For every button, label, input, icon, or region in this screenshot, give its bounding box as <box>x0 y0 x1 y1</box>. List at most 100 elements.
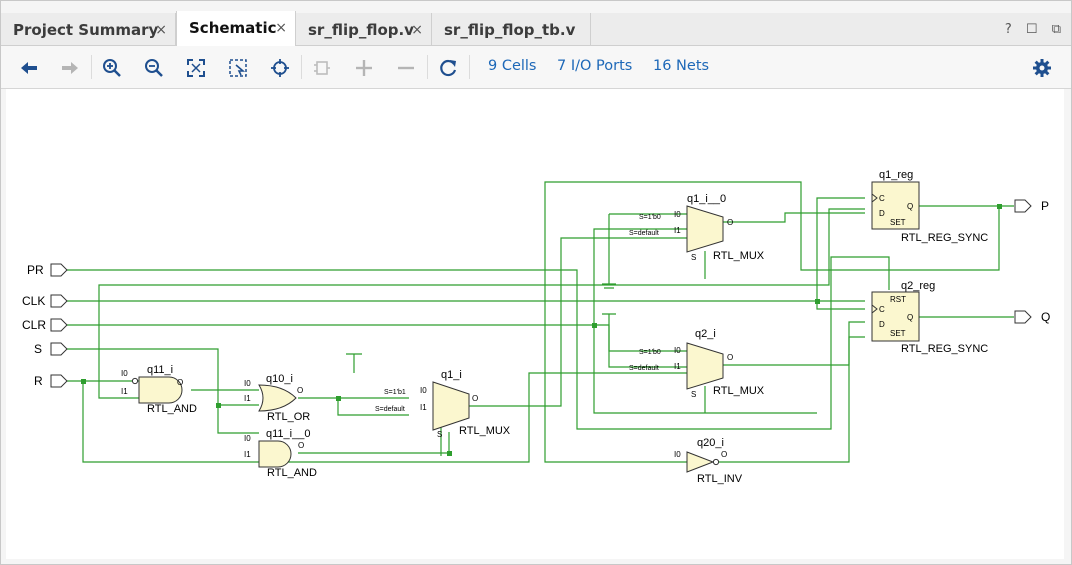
pin-label: D <box>879 320 885 329</box>
and-gate-q11-i-0 <box>258 440 292 468</box>
collapse-icon[interactable] <box>395 57 417 79</box>
regenerate-icon[interactable] <box>311 57 333 79</box>
pin-label: SET <box>890 218 906 227</box>
pin-label: O <box>472 394 478 403</box>
pin-label: I0 <box>244 434 251 443</box>
net-gnd <box>602 213 687 289</box>
port-q <box>1014 310 1032 324</box>
reload-icon[interactable] <box>437 57 459 79</box>
pin-label: S=default <box>375 406 405 413</box>
zoom-out-icon[interactable] <box>143 57 165 79</box>
pin-label: S=1'b0 <box>639 349 661 356</box>
net-pr <box>66 256 890 430</box>
port-r <box>50 374 68 388</box>
or-gate-q10-i <box>258 384 297 412</box>
tab-label: Schematic <box>189 19 277 37</box>
net-s <box>66 348 259 434</box>
window-controls: ? ☐ ⧉ <box>995 13 1061 45</box>
net-p-feedback <box>98 208 865 399</box>
inverter-q20-i <box>686 451 715 473</box>
pin-label: S=default <box>629 365 659 372</box>
cell-type-q2-reg: RTL_REG_SYNC <box>901 343 988 355</box>
cell-type-q2-i: RTL_MUX <box>713 385 765 397</box>
pin-label: C <box>879 194 885 203</box>
pin-label: I0 <box>121 369 128 378</box>
cell-name-q11-i-0: q11_i__0 <box>266 428 310 440</box>
port-label-r: R <box>34 374 43 388</box>
cell-name-q2-i: q2_i <box>695 328 716 340</box>
port-label-p: P <box>1041 199 1049 213</box>
schematic-canvas[interactable]: PR CLK CLR S R P Q <box>6 89 1064 559</box>
port-label-clk: CLK <box>22 294 45 308</box>
tab-project-summary[interactable]: Project Summary × <box>1 13 176 45</box>
schematic-toolbar: 9 Cells 7 I/O Ports 16 Nets <box>1 46 1071 89</box>
net-r <box>66 372 687 463</box>
pin-label: O <box>298 441 304 450</box>
cell-name-q2-reg: q2_reg <box>901 280 935 292</box>
cell-name-q1-reg: q1_reg <box>879 169 913 181</box>
cell-type-q1-i-0: RTL_MUX <box>713 250 765 262</box>
and-gate-q11-i <box>138 376 183 404</box>
port-labels: PR CLK CLR S R P Q <box>22 199 1050 388</box>
cell-name-q20-i: q20_i <box>697 437 724 449</box>
zoom-fit-icon[interactable] <box>185 57 207 79</box>
net-q2 <box>723 321 865 366</box>
mux-q1-i <box>432 381 470 431</box>
port-clr <box>50 318 68 332</box>
port-pr <box>50 263 68 277</box>
select-area-icon[interactable] <box>227 57 249 79</box>
pin-label: C <box>879 305 885 314</box>
pin-label: S <box>691 390 696 399</box>
pin-label: I1 <box>244 394 251 403</box>
close-icon[interactable]: × <box>411 22 423 38</box>
float-window-icon[interactable]: ⧉ <box>1051 22 1061 37</box>
net-q11-0 <box>298 432 450 454</box>
port-label-s: S <box>34 342 42 356</box>
pin-label: O <box>727 218 733 227</box>
pin-label: I1 <box>244 450 251 459</box>
port-clk <box>50 294 68 308</box>
tab-label: sr_flip_flop.v <box>308 21 414 39</box>
port-label-pr: PR <box>27 263 44 277</box>
pin-label: O <box>297 386 303 395</box>
forward-icon[interactable] <box>59 57 81 79</box>
pin-label: S=1'b0 <box>639 214 661 221</box>
pin-label: D <box>879 209 885 218</box>
clock-markers <box>871 193 878 314</box>
back-icon[interactable] <box>18 57 40 79</box>
net-q1-0 <box>723 212 865 223</box>
expand-icon[interactable] <box>353 57 375 79</box>
junctions <box>81 204 1002 456</box>
io-ports-count-link[interactable]: 7 I/O Ports <box>557 58 633 74</box>
cell-type-q1-reg: RTL_REG_SYNC <box>901 232 988 244</box>
tab-sr-flip-flop-tb-v[interactable]: sr_flip_flop_tb.v <box>432 13 591 45</box>
autofit-selection-icon[interactable] <box>269 57 291 79</box>
tab-label: Project Summary <box>13 21 159 39</box>
schematic-diagram: PR CLK CLR S R P Q <box>22 169 1050 485</box>
tab-sr-flip-flop-v[interactable]: sr_flip_flop.v × <box>296 13 432 45</box>
nets-count-link[interactable]: 16 Nets <box>653 58 710 74</box>
help-icon[interactable]: ? <box>1004 22 1012 37</box>
net-q20 <box>719 336 865 463</box>
net-mux-sel <box>440 251 706 456</box>
pin-label: S <box>437 430 442 439</box>
tab-schematic[interactable]: Schematic × <box>176 11 296 46</box>
close-icon[interactable]: × <box>155 22 167 38</box>
cell-type-q20-i: RTL_INV <box>697 473 743 485</box>
tab-label: sr_flip_flop_tb.v <box>444 21 576 39</box>
close-icon[interactable]: × <box>275 20 287 36</box>
cells-count-link[interactable]: 9 Cells <box>488 58 537 74</box>
register-q2-reg <box>871 291 920 342</box>
port-s <box>50 342 68 356</box>
maximize-icon[interactable]: ☐ <box>1025 22 1038 37</box>
port-shapes <box>50 199 1032 388</box>
pin-label: I1 <box>674 362 681 371</box>
tab-bar: Project Summary × Schematic × sr_flip_fl… <box>1 11 1071 46</box>
net-q2-stub <box>602 313 687 352</box>
pin-label: S=default <box>629 230 659 237</box>
pin-label: O <box>177 378 183 387</box>
zoom-in-icon[interactable] <box>101 57 123 79</box>
gear-icon[interactable] <box>1031 57 1053 79</box>
pin-label: I1 <box>674 226 681 235</box>
cell-type-q1-i: RTL_MUX <box>459 425 511 437</box>
